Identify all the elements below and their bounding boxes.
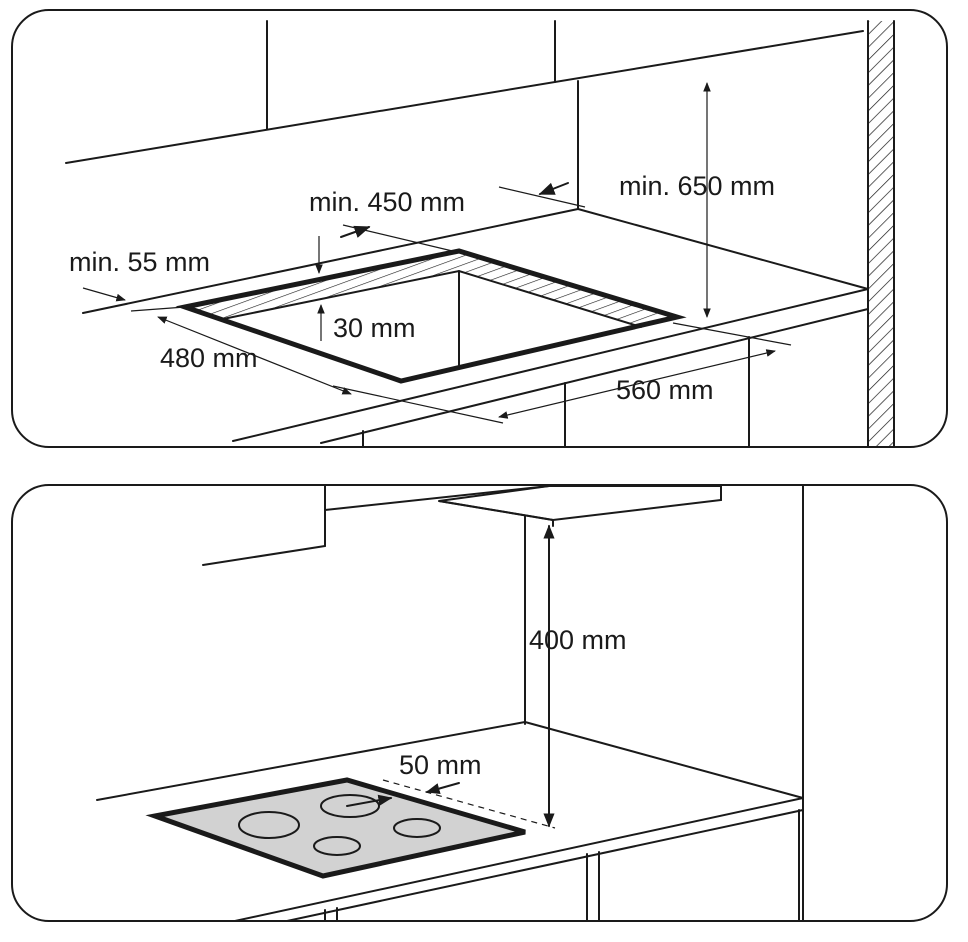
side-wall [867, 20, 895, 446]
min-55-mm-label: min. 55 mm [69, 247, 211, 277]
installation-diagram-panel: 400 mm 50 mm [11, 484, 948, 922]
countertop-cutout-drawing [65, 20, 895, 446]
30-mm-label: 30 mm [333, 313, 416, 343]
cooking-zone-front [313, 836, 361, 856]
cooking-zone-rear [320, 794, 380, 818]
480-mm-label: 480 mm [160, 343, 258, 373]
dimension-lines [82, 82, 792, 424]
hob-installation-drawing [96, 486, 804, 920]
min-450-mm-label: min. 450 mm [309, 187, 466, 217]
wall-cabinet [65, 20, 864, 210]
560-mm-label: 560 mm [616, 375, 714, 405]
ceramic-hob [145, 777, 526, 879]
50-mm-label: 50 mm [399, 750, 482, 780]
cooking-zone-right [393, 818, 441, 838]
cutout-opening [175, 248, 687, 384]
400-mm-label: 400 mm [529, 625, 627, 655]
cooking-zone-large [238, 811, 300, 839]
wall-cabinets [202, 486, 804, 799]
dimension-lines [346, 524, 556, 829]
min-650-mm-label: min. 650 mm [619, 171, 776, 201]
worktop [96, 721, 804, 920]
cutout-diagram-panel: min. 55 mm min. 450 mm min. 650 mm 30 mm… [11, 9, 948, 448]
